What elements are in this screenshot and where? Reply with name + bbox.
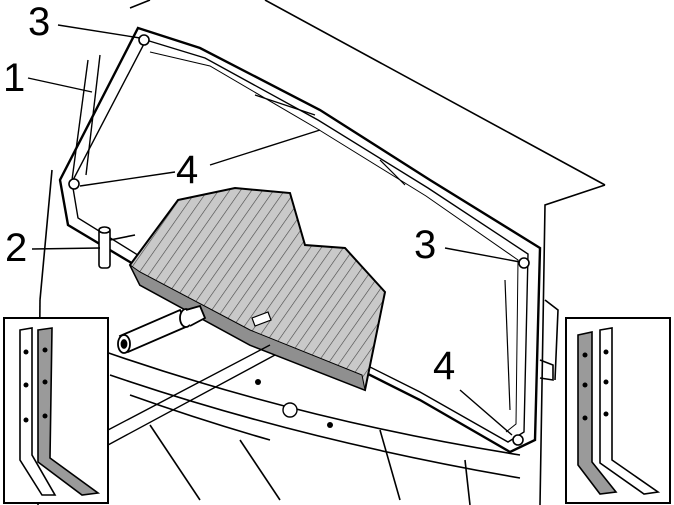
panel-holes xyxy=(255,379,333,428)
detail-inset-left xyxy=(3,317,276,504)
callout-1: 1 xyxy=(3,56,26,100)
detail-inset-right xyxy=(565,317,671,504)
retaining-clips xyxy=(68,34,530,446)
callout-3-right: 3 xyxy=(414,223,437,267)
suction-handle-tool xyxy=(117,304,207,354)
window-frame xyxy=(58,26,542,454)
glass-edge-shade xyxy=(129,264,366,391)
callout-4-top: 4 xyxy=(176,148,199,192)
leader-lines xyxy=(27,24,521,436)
callout-2: 2 xyxy=(5,226,28,270)
callout-4-bottom: 4 xyxy=(433,344,456,388)
glass-screw xyxy=(251,311,272,327)
callout-3-top: 3 xyxy=(28,0,51,44)
vehicle-body xyxy=(37,0,606,505)
